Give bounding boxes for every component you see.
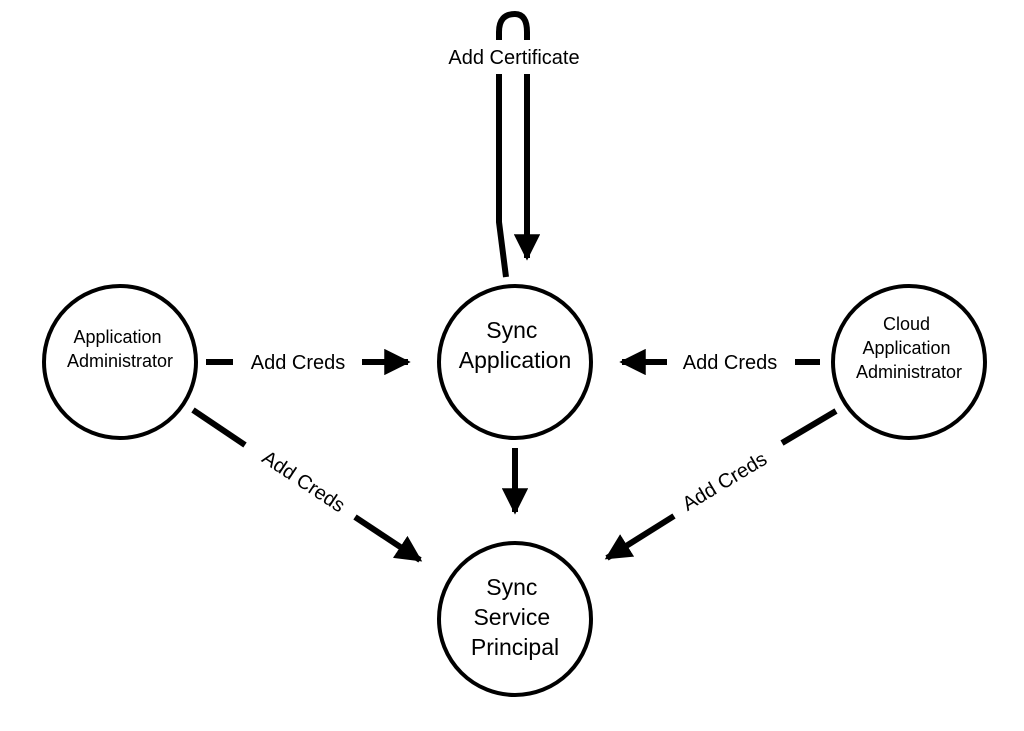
node-application-administrator-line-2: Administrator	[67, 351, 173, 371]
cloud-admin-to-sync-app-label: Add Creds	[683, 352, 778, 374]
app-admin-to-sync-sp-edge-start[interactable]	[191, 407, 247, 448]
cloud-admin-to-sync-sp-label: Add Creds	[679, 448, 771, 516]
self-loop-label: Add Certificate	[448, 47, 579, 69]
node-sync-service-principal[interactable]: Sync Service Principal	[437, 541, 593, 697]
node-cloud-application-administrator-line-3: Administrator	[856, 362, 962, 382]
svg-text:Cloud Application: Cloud Application Administrator	[856, 314, 962, 382]
app-admin-to-sync-app-label: Add Creds	[251, 352, 346, 374]
node-application-administrator-line-1: Application	[73, 327, 161, 347]
app-admin-to-sync-sp-edge-end[interactable]	[353, 514, 423, 563]
node-cloud-application-administrator-line-2: Application	[862, 338, 950, 358]
node-sync-application-line-2: Application	[459, 347, 572, 373]
node-sync-application[interactable]: Sync Application	[437, 284, 593, 440]
node-sync-service-principal-line-3: Principal	[471, 634, 559, 660]
cloud-admin-to-sync-sp-edge-end[interactable]	[604, 513, 676, 561]
svg-text:Sync Service Princ: Sync Service Principal	[471, 574, 559, 660]
node-sync-application-line-1: Sync	[486, 317, 537, 343]
app-admin-to-sync-sp-label: Add Creds	[258, 447, 349, 518]
node-cloud-application-administrator[interactable]: Cloud Application Administrator	[831, 284, 987, 440]
node-cloud-application-administrator-line-1: Cloud	[883, 314, 930, 334]
node-sync-service-principal-line-2: Service	[473, 604, 550, 630]
node-application-administrator[interactable]: Application Administrator	[42, 284, 198, 440]
cloud-admin-to-sync-sp-edge-start[interactable]	[780, 408, 838, 446]
self-loop-edge[interactable]	[496, 10, 541, 278]
svg-text:Application Administrato: Application Administrator	[67, 327, 173, 371]
svg-text:Sync Application: Sync Application	[459, 317, 572, 373]
node-sync-service-principal-line-1: Sync	[486, 574, 537, 600]
self-loop-label-bg	[430, 40, 600, 74]
